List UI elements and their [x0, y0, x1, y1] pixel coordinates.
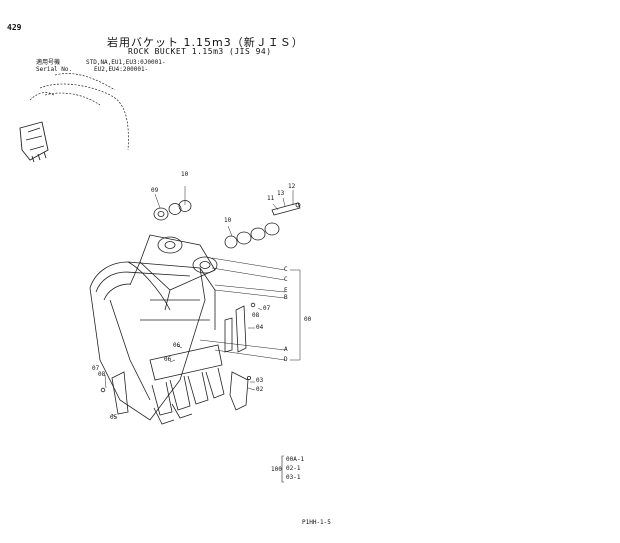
callout-06-upper: 06 [173, 342, 181, 349]
locator-bucket-icon [19, 121, 49, 163]
callout-a: A [284, 346, 288, 353]
callout-03: 03 [256, 377, 264, 384]
callout-02: 02 [256, 386, 264, 393]
pin-08-left [100, 387, 106, 393]
footer-code: P1HH-1-5 [302, 519, 331, 526]
callout-c1: C [284, 266, 288, 273]
leader-lines [104, 186, 301, 419]
callout-10-lower: 10 [224, 217, 232, 224]
callout-07-right: 07 [263, 305, 271, 312]
teeth-row [149, 344, 225, 425]
callout-00: 00 [304, 316, 312, 323]
bolt-nut [271, 202, 301, 216]
callout-13: 13 [277, 190, 285, 197]
callout-05: 05 [110, 414, 118, 421]
bushing-set-left [153, 200, 192, 221]
applicability-label-jp: 適用号機 [36, 59, 61, 66]
serial-label: Serial No. [36, 66, 73, 73]
callout-06-lower: 06 [164, 356, 172, 363]
bushing-set-right [224, 222, 280, 249]
callout-10-upper: 10 [181, 171, 189, 178]
callout-12: 12 [288, 183, 296, 190]
title-japanese: 岩用バケット 1.15m3（新ＪＩＳ） [107, 36, 304, 49]
callout-c2: C [284, 276, 288, 283]
page-number: 429 [7, 23, 22, 32]
title-english: ROCK BUCKET 1.15m3 (JIS 94) [128, 47, 272, 56]
kit-item-3: 03-1 [286, 474, 301, 481]
kit-list-bracket [281, 455, 284, 483]
side-shroud [224, 317, 233, 353]
applicability-line2: EU2,EU4:200001- [94, 66, 149, 73]
callout-04: 04 [256, 324, 264, 331]
callout-07-left: 07 [92, 365, 100, 372]
applicability-line1: STD,NA,EU1,EU3:0J0001- [86, 59, 166, 66]
kit-item-1: 00A-1 [286, 456, 305, 463]
callout-11: 11 [267, 195, 275, 202]
side-cutter-left [111, 371, 129, 415]
callout-d: D [284, 356, 288, 363]
pin-03 [246, 375, 251, 380]
pin-08-right [250, 302, 256, 308]
side-cutter-right [229, 305, 249, 411]
locator-thumbnail [29, 73, 129, 151]
callout-08-right: 08 [252, 312, 260, 319]
callout-08-left: 08 [98, 371, 106, 378]
callout-09: 09 [151, 187, 159, 194]
bucket-bracket [129, 234, 218, 311]
callout-b: B [284, 294, 288, 301]
kit-item-2: 02-1 [286, 465, 301, 472]
callout-e: E [284, 287, 288, 294]
bucket-body [89, 261, 216, 421]
kit-qty: 100 [271, 466, 282, 473]
